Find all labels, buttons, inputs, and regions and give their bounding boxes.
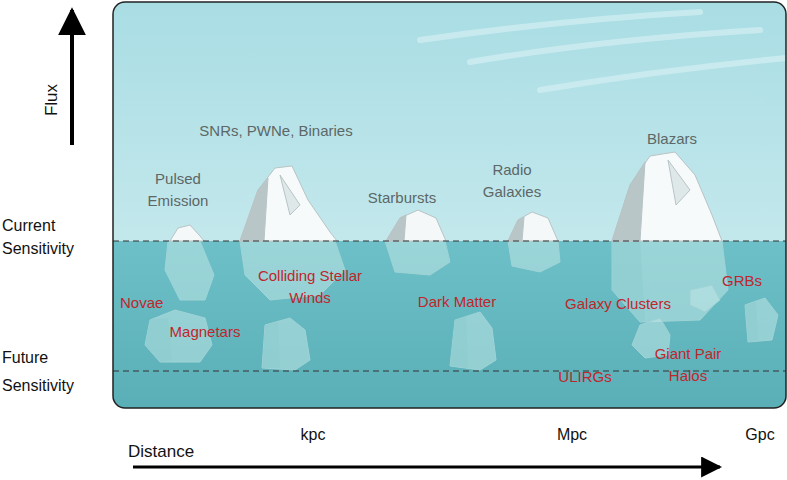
- sensitivity-label: Current Sensitivity: [2, 214, 102, 260]
- frame: [113, 2, 786, 408]
- future-source-label: ULIRGs: [545, 366, 625, 388]
- bergs: [170, 152, 722, 241]
- future-source-label: Galaxy Clusters: [548, 293, 688, 315]
- source-label: Starbursts: [352, 187, 452, 209]
- future-source-label: Novae: [120, 292, 190, 314]
- axis-title: Distance: [128, 441, 228, 463]
- distance-axis-arrow: [133, 466, 720, 469]
- axis-tick: kpc: [283, 424, 343, 446]
- axis-tick: Gpc: [735, 424, 785, 446]
- sky: [113, 2, 786, 242]
- sensitivity-label: Future Sensitivity: [2, 344, 102, 400]
- source-label: SNRs, PWNe, Binaries: [176, 120, 376, 142]
- sky-streaks: [420, 12, 786, 90]
- future-source-label: Giant Pair Halos: [643, 343, 733, 387]
- source-label: Radio Galaxies: [472, 159, 552, 203]
- flux-axis-arrow: [70, 10, 74, 145]
- axis-tick: Mpc: [542, 424, 602, 446]
- source-label: Pulsed Emission: [138, 168, 218, 212]
- future-source-label: Dark Matter: [402, 291, 512, 313]
- scene: [113, 2, 786, 408]
- future-source-label: Magnetars: [155, 321, 255, 343]
- axis-title: Flux: [41, 84, 63, 116]
- water: [113, 241, 786, 408]
- source-label: Blazars: [627, 128, 717, 150]
- future-source-label: Colliding Stellar Winds: [245, 265, 375, 309]
- future-source-label: GRBs: [712, 270, 772, 292]
